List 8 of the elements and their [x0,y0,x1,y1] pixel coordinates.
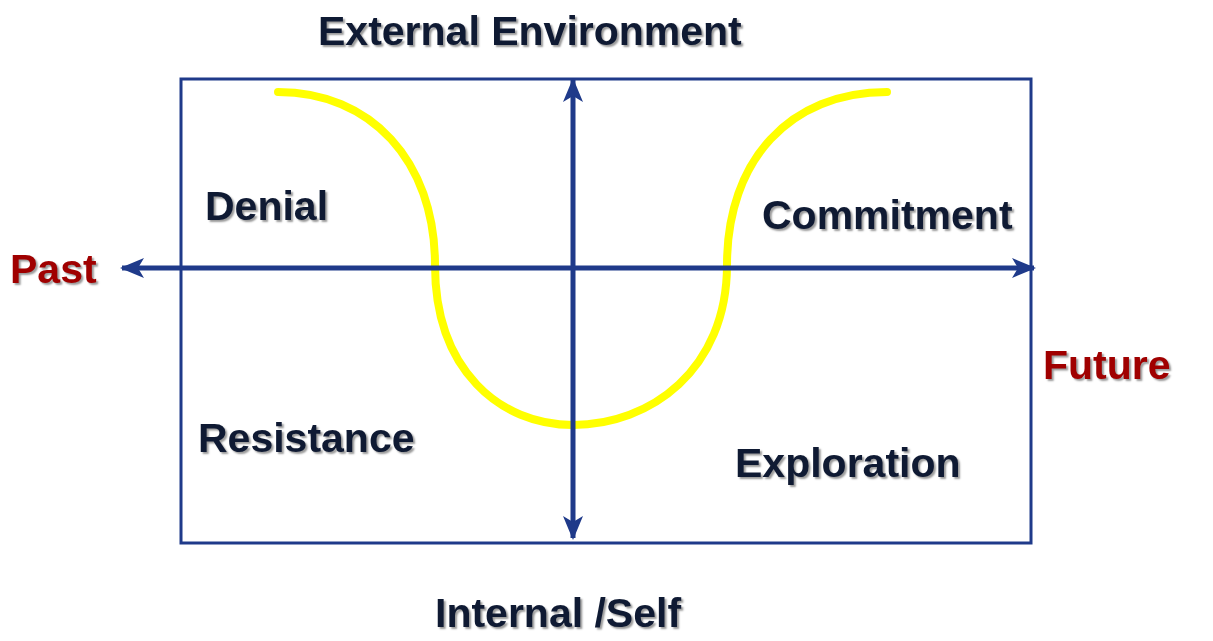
quadrant-label: Exploration [735,440,961,486]
quadrant-label: Commitment [762,192,1013,238]
quadrant-label: Denial [205,183,329,229]
axis-label: Internal /Self [435,590,682,636]
axis-label: External Environment [318,8,742,54]
quadrant-label: Resistance [198,415,415,461]
axis-label: Past [10,246,97,292]
axis-label: Future [1043,342,1171,388]
